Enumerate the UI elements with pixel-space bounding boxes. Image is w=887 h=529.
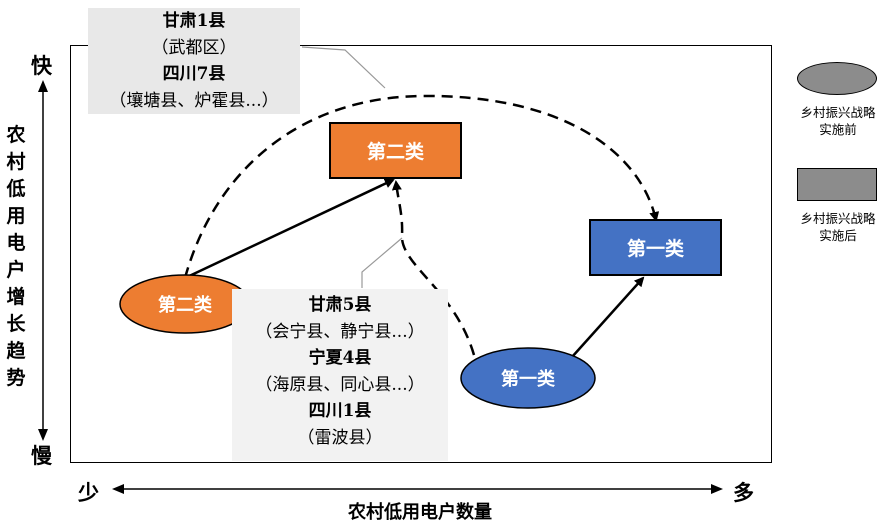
x-axis-arrowhead-left [112, 484, 124, 494]
x-axis-arrowhead-right [711, 484, 723, 494]
legend-after-label: 乡村振兴战略实施后 [788, 210, 887, 244]
y-axis-arrowhead-top [38, 80, 48, 92]
legend-after-swatch [797, 168, 877, 201]
legend-after-label-line2: 实施后 [819, 228, 857, 243]
legend-before-swatch [797, 62, 877, 95]
callout-top: 甘肃1县 （武都区） 四川7县 （壤塘县、炉霍县...） [88, 8, 300, 114]
x-axis-left-label: 少 [78, 481, 99, 505]
callout-top-leader [301, 46, 386, 89]
x-axis-right-label: 多 [733, 481, 754, 505]
callout-bottom-line5: 四川1县 [308, 401, 372, 421]
legend-after-label-line1: 乡村振兴战略 [800, 211, 876, 226]
ellipse-first-class-before [460, 347, 596, 409]
callout-bottom-line2: （会宁县、静宁县...） [255, 321, 425, 342]
y-axis-top-label: 快 [31, 54, 52, 78]
legend-before-label-line1: 乡村振兴战略 [800, 105, 876, 120]
callout-bottom-line1: 甘肃5县 [308, 295, 372, 315]
callout-bottom-line6: （雷波县） [297, 427, 383, 448]
callout-bottom-leader [361, 237, 403, 288]
box-first-class-after: 第一类 [589, 219, 722, 276]
y-axis-arrowhead-bottom [38, 429, 48, 441]
legend-before-label: 乡村振兴战略实施前 [788, 104, 887, 138]
label-second-class-before: 第二类 [158, 295, 212, 316]
dashed-arrow-second-to-first [183, 94, 660, 279]
arrow-second-class-shift [184, 178, 395, 280]
label-first-class-before: 第一类 [501, 369, 555, 390]
dashed-arrow-first-to-second [391, 180, 476, 356]
x-axis-title: 农村低用电户数量 [348, 502, 492, 523]
y-axis-title: 农村低用电户增长趋势 [6, 124, 26, 389]
callout-top-line4: （壤塘县、炉霍县...） [109, 90, 279, 111]
y-axis-bottom-label: 慢 [31, 444, 52, 468]
box-second-class-after: 第二类 [329, 122, 462, 179]
arrow-first-class-shift [571, 276, 645, 358]
callout-top-line2: （武都区） [151, 37, 237, 58]
callout-bottom-line3: 宁夏4县 [308, 348, 372, 368]
callout-top-line3: 四川7县 [162, 64, 226, 84]
legend-before-label-line2: 实施前 [819, 122, 857, 137]
callout-bottom: 甘肃5县 （会宁县、静宁县...） 宁夏4县 （海原县、同心县...） 四川1县… [232, 289, 448, 461]
callout-bottom-line4: （海原县、同心县...） [255, 374, 425, 395]
callout-top-line1: 甘肃1县 [162, 11, 226, 31]
plot-frame [70, 45, 772, 463]
